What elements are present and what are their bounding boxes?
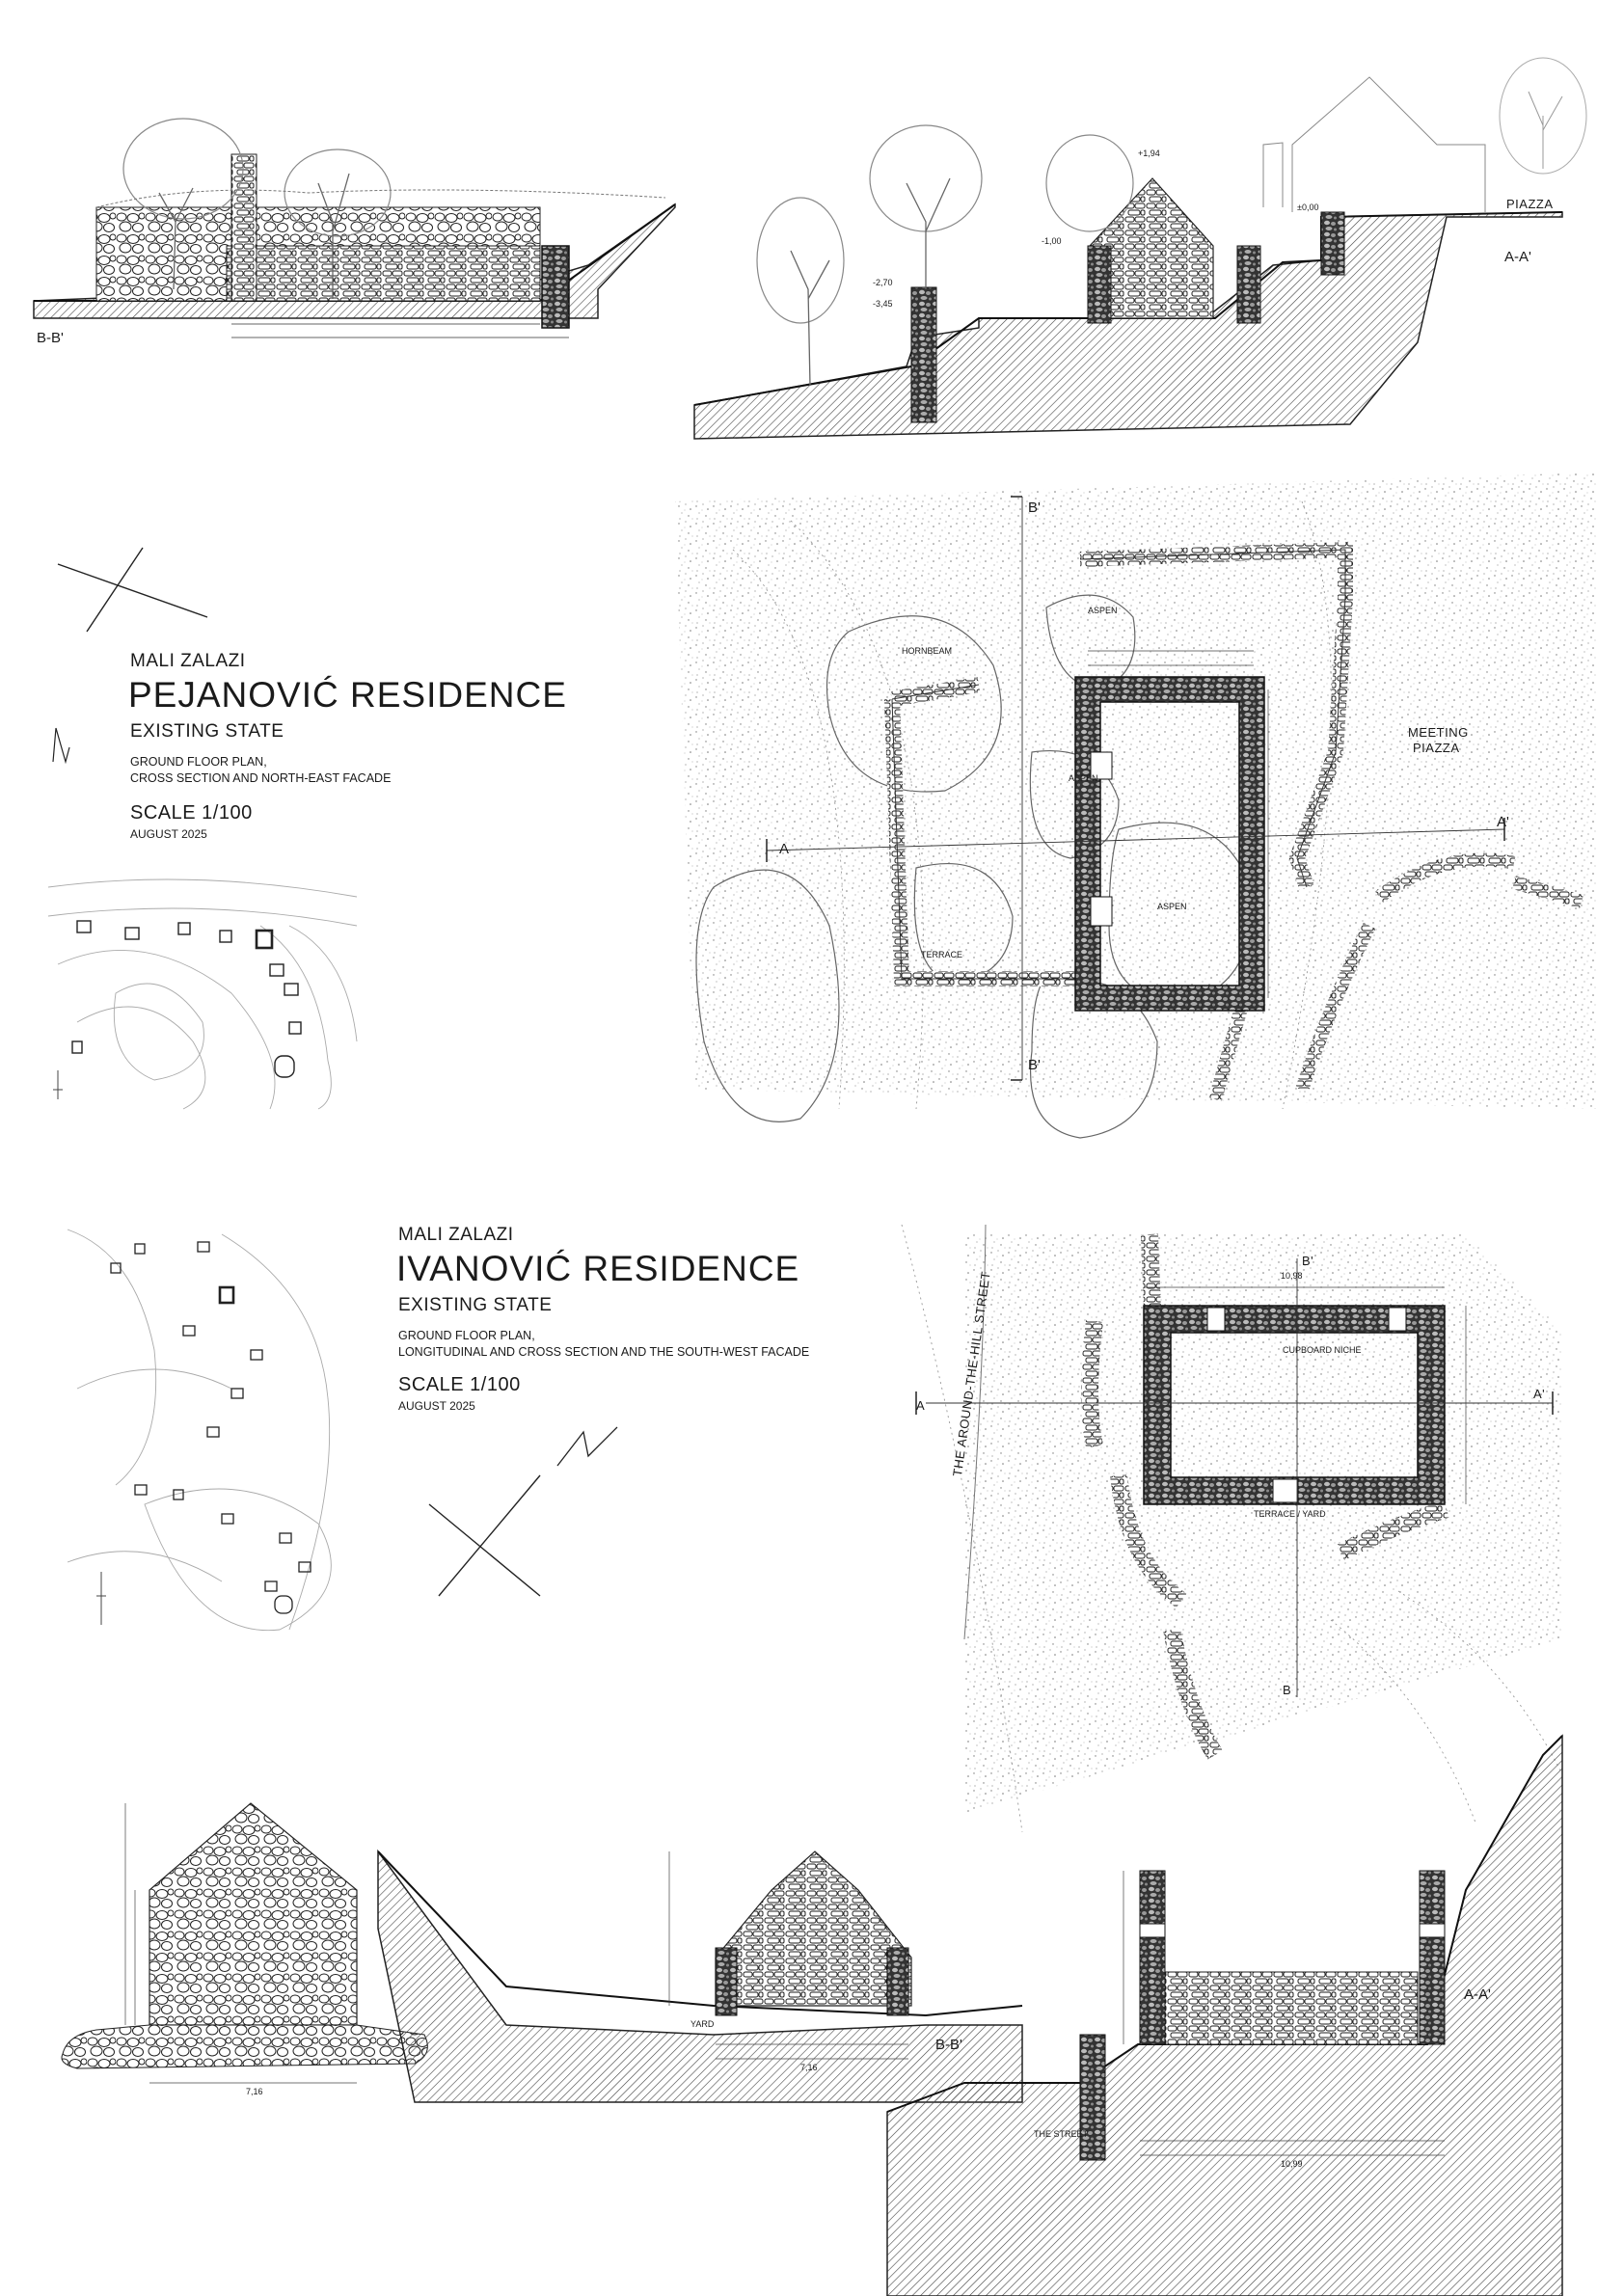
aspen-label-3: ASPEN bbox=[1069, 773, 1098, 783]
marker-b-ivanovic: B bbox=[1283, 1683, 1292, 1697]
page-title-pejanovic: PEJANOVIĆ RESIDENCE bbox=[128, 675, 567, 715]
cupboard-niche-label: CUPBOARD NICHE bbox=[1283, 1345, 1362, 1355]
drawing-description-ivanovic-1: GROUND FLOOR PLAN, bbox=[398, 1329, 535, 1342]
dimension-716-a: 7,16 bbox=[246, 2087, 263, 2096]
project-name: MALI ZALAZI bbox=[130, 651, 246, 671]
marker-a-prime-ivanovic: A' bbox=[1533, 1387, 1546, 1401]
section-label-aa-ivanovic: A-A' bbox=[1464, 1986, 1491, 2003]
elevation-zero: ±0,00 bbox=[1297, 203, 1319, 212]
meeting-piazza-label-1: MEETING bbox=[1408, 725, 1469, 740]
marker-a: A bbox=[779, 841, 790, 857]
marker-b: B' bbox=[1028, 500, 1041, 516]
marker-a-prime: A' bbox=[1497, 814, 1509, 830]
section-label-bb: B-B' bbox=[37, 330, 64, 346]
elevation-minus345: -3,45 bbox=[873, 299, 893, 309]
yard-label: YARD bbox=[690, 2019, 715, 2029]
terrace-yard-label: TERRACE / YARD bbox=[1254, 1509, 1326, 1519]
project-name-ivanovic: MALI ZALAZI bbox=[398, 1225, 514, 1245]
drawing-description-2: CROSS SECTION AND NORTH-EAST FACADE bbox=[130, 771, 392, 785]
elevation-minus100: -1,00 bbox=[1042, 236, 1062, 246]
state-label-ivanovic: EXISTING STATE bbox=[398, 1295, 553, 1315]
page-title-ivanovic: IVANOVIĆ RESIDENCE bbox=[396, 1249, 800, 1288]
drawing-description-ivanovic-2: LONGITUDINAL AND CROSS SECTION AND THE S… bbox=[398, 1345, 810, 1359]
section-label-aa: A-A' bbox=[1504, 249, 1531, 265]
piazza-label: PIAZZA bbox=[1506, 197, 1554, 211]
marker-b-prime: B' bbox=[1028, 1057, 1041, 1073]
dimension-716-b: 7,16 bbox=[800, 2063, 818, 2072]
drawing-description-1: GROUND FLOOR PLAN, bbox=[130, 755, 267, 769]
section-label-bb-ivanovic: B-B' bbox=[935, 2037, 962, 2053]
date-label-ivanovic: AUGUST 2025 bbox=[398, 1399, 475, 1413]
scale-label: SCALE 1/100 bbox=[130, 802, 253, 824]
meeting-piazza-label-2: PIAZZA bbox=[1413, 741, 1460, 755]
elevation-plus194: +1,94 bbox=[1138, 149, 1160, 158]
aspen-label-2: ASPEN bbox=[1157, 902, 1187, 911]
dimension-1098: 10,98 bbox=[1281, 1271, 1303, 1281]
dimension-1099: 10,99 bbox=[1281, 2159, 1303, 2169]
the-street-label: THE STREET bbox=[1034, 2129, 1089, 2139]
scale-label-ivanovic: SCALE 1/100 bbox=[398, 1374, 521, 1395]
marker-b-prime-ivanovic: B' bbox=[1302, 1254, 1314, 1268]
terrace-label: TERRACE bbox=[921, 950, 963, 959]
marker-a-ivanovic: A bbox=[916, 1398, 926, 1413]
elevation-minus270: -2,70 bbox=[873, 278, 893, 287]
aspen-label-1: ASPEN bbox=[1088, 606, 1118, 615]
date-label: AUGUST 2025 bbox=[130, 827, 207, 841]
hornbeam-label: HORNBEAM bbox=[902, 646, 953, 656]
state-label: EXISTING STATE bbox=[130, 721, 284, 742]
